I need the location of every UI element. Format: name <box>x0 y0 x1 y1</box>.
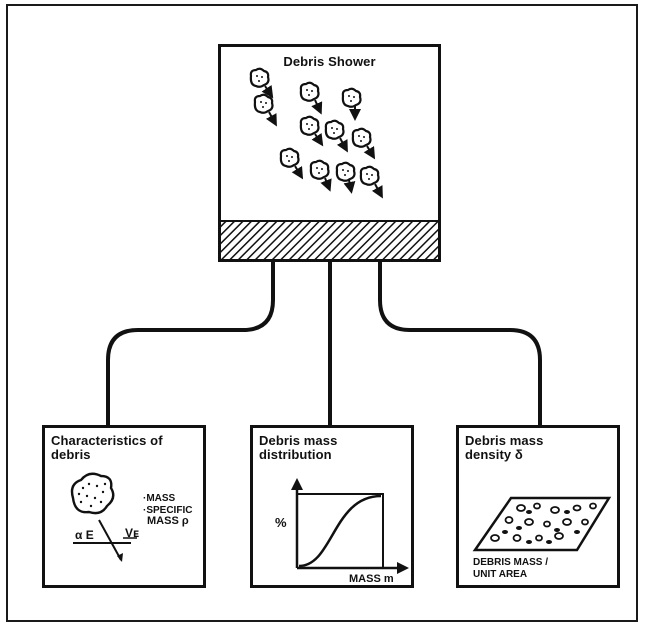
particle-2 <box>253 93 277 127</box>
debris-particles <box>221 67 438 259</box>
debris-shower-title: Debris Shower <box>283 54 376 69</box>
particle-10 <box>335 161 356 194</box>
hatched-ground <box>221 221 438 259</box>
particle-11 <box>359 165 383 199</box>
particle-1 <box>249 67 274 99</box>
distribution-title-line2: distribution <box>259 447 332 462</box>
specific-mass-label-2: MASS ρ <box>147 515 189 527</box>
characteristics-title-line2: debris <box>51 447 91 462</box>
connector-right <box>378 260 542 425</box>
particle-5 <box>299 115 324 147</box>
particle-3 <box>299 81 323 115</box>
specific-mass-label-1: ·SPECIFIC <box>143 505 193 516</box>
characteristics-box: Characteristics of debris ·MASS ·SPECIFI… <box>42 425 206 588</box>
vector-label-ve: Vᴇ <box>125 526 140 540</box>
density-caption-line1: DEBRIS MASS / <box>473 557 549 568</box>
particle-9 <box>309 159 332 192</box>
distribution-title-line1: Debris mass <box>259 433 338 448</box>
vector-label-alpha-e: α E <box>75 528 94 542</box>
particle-7 <box>351 127 376 160</box>
debris-particle-illustration <box>70 472 137 562</box>
density-title-line1: Debris mass <box>465 433 544 448</box>
particle-4 <box>341 87 362 121</box>
density-area-illustration <box>472 496 612 552</box>
characteristics-title-line1: Characteristics of <box>51 433 163 448</box>
mass-density-box: Debris mass density δ <box>456 425 620 588</box>
density-caption-line2: UNIT AREA <box>473 569 528 580</box>
diagram-frame <box>6 4 638 622</box>
mass-axis-label: MASS m <box>349 573 394 585</box>
density-title-line2: density δ <box>465 447 523 462</box>
distribution-plot <box>291 478 409 574</box>
mass-label: ·MASS <box>143 493 176 504</box>
debris-shower-box: Debris Shower <box>218 44 441 262</box>
particle-8 <box>279 147 304 180</box>
distribution-curve <box>298 494 382 568</box>
percent-axis-label: % <box>275 515 287 530</box>
mass-distribution-box: Debris mass distribution % MASS m <box>250 425 414 588</box>
particle-6 <box>324 119 348 153</box>
connector-left <box>106 260 275 425</box>
